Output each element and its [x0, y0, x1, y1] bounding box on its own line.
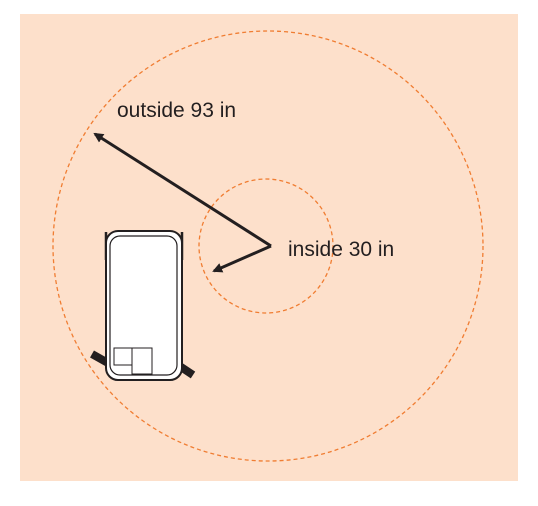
wheelchair-top-view: [90, 230, 196, 381]
outside-radius-label: outside 93 in: [117, 99, 237, 122]
outer-turning-circle: [52, 30, 484, 462]
wheelchair-seat: [109, 235, 178, 376]
inner-turning-circle: [198, 178, 334, 314]
inside-radius-arrow: [212, 244, 272, 273]
inside-radius-label: inside 30 in: [288, 238, 395, 261]
control-box-right: [131, 347, 153, 375]
outside-radius-arrow: [93, 132, 272, 248]
